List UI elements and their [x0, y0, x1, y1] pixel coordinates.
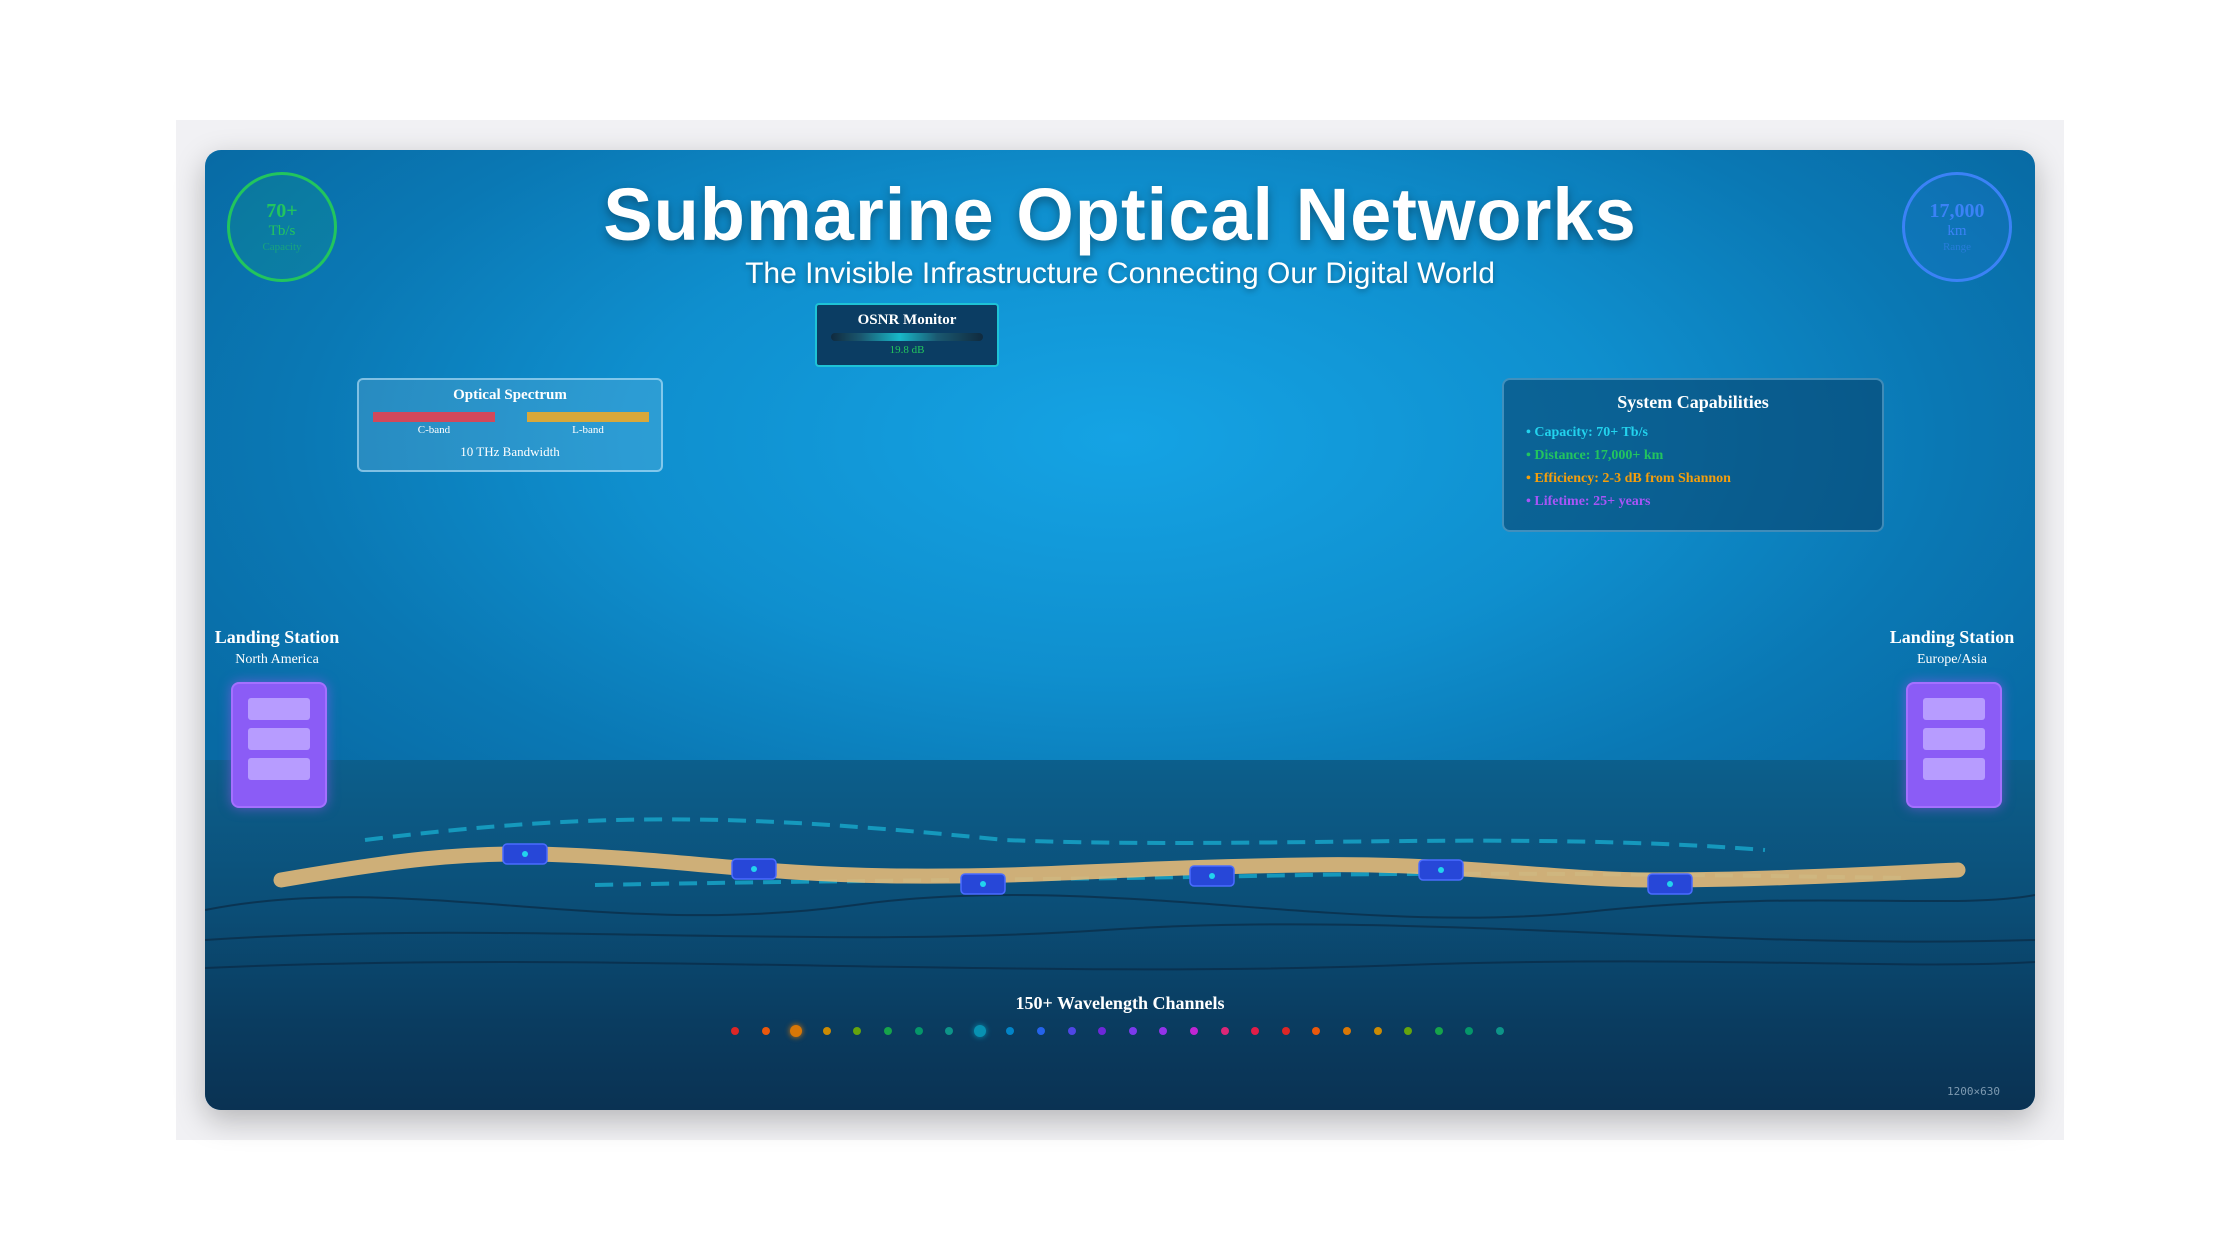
page-subtitle: The Invisible Infrastructure Connecting …: [745, 257, 1495, 290]
l-band-bar: [527, 412, 649, 422]
spectrum-title: Optical Spectrum: [453, 387, 567, 403]
page-title: Submarine Optical Networks: [603, 173, 1637, 256]
wavelength-channel-dot: [761, 1027, 770, 1035]
repeater-icon: [502, 843, 548, 865]
dimensions-label: 1200×630: [1947, 1085, 2000, 1098]
l-band-label: L-band: [572, 424, 604, 436]
seabed-contour: [205, 923, 2035, 943]
wavelength-channel-dot: [1220, 1027, 1229, 1035]
capability-item: • Efficiency: 2-3 dB from Shannon: [1526, 471, 1731, 486]
wavelength-channel-dot: [973, 1025, 986, 1037]
repeater-icon: [1647, 873, 1693, 895]
capability-item: • Capacity: 70+ Tb/s: [1526, 425, 1648, 440]
landing-station-north-america: Landing Station North America: [207, 627, 347, 668]
range-label: Range: [1942, 241, 1972, 253]
wavelength-channel-dot: [1343, 1027, 1351, 1035]
station-region: Europe/Asia: [1917, 652, 1987, 667]
capacity-value: 70+: [266, 200, 298, 222]
wavelength-channel-dot: [1434, 1027, 1443, 1035]
range-badge: 17,000 km Range: [1902, 172, 2012, 282]
capacity-unit: Tb/s: [268, 223, 296, 239]
wavelength-channel-dot: [914, 1027, 923, 1035]
submarine-cable-diagram: [205, 817, 2035, 971]
capabilities-title: System Capabilities: [1617, 392, 1769, 412]
osnr-title: OSNR Monitor: [857, 312, 957, 328]
repeater-icon: [1418, 859, 1464, 881]
wavelength-channel-dot: [1465, 1027, 1474, 1035]
bandwidth-label: 10 THz Bandwidth: [460, 444, 560, 459]
wavelength-channel-dot: [822, 1027, 831, 1035]
optical-spectrum-panel: Optical Spectrum C-band L-band 10 THz Ba…: [357, 378, 663, 472]
wavelength-channel-dot: [1037, 1027, 1045, 1035]
osnr-value: 19.8 dB: [889, 344, 925, 356]
station-name: Landing Station: [214, 627, 340, 647]
wavelength-channel-dot: [1128, 1027, 1137, 1035]
signal-path-upper: [364, 817, 1766, 852]
wavelength-channel-dot: [945, 1027, 954, 1035]
signal-path-lower: [594, 871, 1906, 887]
station-building-icon: [1906, 682, 2002, 808]
wavelength-channel-dot: [1006, 1027, 1015, 1035]
station-name: Landing Station: [1889, 627, 2015, 647]
wavelength-channel-dot: [1159, 1027, 1168, 1035]
wavelength-channel-dot: [853, 1027, 862, 1035]
capacity-badge: 70+ Tb/s Capacity: [227, 172, 337, 282]
osnr-monitor: OSNR Monitor 19.8 dB: [815, 303, 999, 367]
system-capabilities-panel: System Capabilities • Capacity: 70+ Tb/s…: [1502, 378, 1884, 532]
osnr-meter-bar: [831, 333, 983, 341]
range-unit: km: [1947, 223, 1967, 239]
wavelength-channel-dots: [205, 1025, 2035, 1039]
seabed-contour: [205, 893, 2035, 919]
wavelength-channel-dot: [1373, 1027, 1382, 1035]
wavelength-channel-dot: [731, 1027, 739, 1035]
c-band-bar: [373, 412, 495, 422]
station-region: North America: [235, 652, 319, 667]
seabed-contour: [205, 960, 2035, 971]
infographic-card: Submarine Optical Networks The Invisible…: [205, 150, 2035, 1110]
capability-item: • Lifetime: 25+ years: [1526, 494, 1651, 509]
wavelength-channel-dot: [790, 1025, 803, 1037]
channels-title: 150+ Wavelength Channels: [1015, 993, 1225, 1013]
capability-item: • Distance: 17,000+ km: [1526, 448, 1664, 463]
capacity-label: Capacity: [262, 241, 302, 253]
wavelength-channel-dot: [1312, 1027, 1321, 1035]
repeater-icon: [731, 858, 777, 880]
repeater-icon: [960, 873, 1006, 895]
wavelength-channel-dot: [1251, 1027, 1260, 1035]
wavelength-channel-dot: [1190, 1027, 1198, 1035]
wavelength-channel-dot: [1098, 1027, 1107, 1035]
wavelength-channel-dot: [1281, 1027, 1290, 1035]
wavelength-channel-dot: [1404, 1027, 1413, 1035]
range-value: 17,000: [1929, 200, 1985, 222]
ocean-floor: [205, 760, 2035, 1110]
wavelength-channel-dot: [1496, 1027, 1504, 1035]
station-building-icon: [231, 682, 327, 808]
c-band-label: C-band: [417, 424, 451, 436]
wavelength-channel-dot: [884, 1027, 892, 1035]
wavelength-channel-dot: [1067, 1027, 1076, 1035]
repeater-icon: [1189, 865, 1235, 887]
landing-station-europe-asia: Landing Station Europe/Asia: [1882, 627, 2022, 668]
